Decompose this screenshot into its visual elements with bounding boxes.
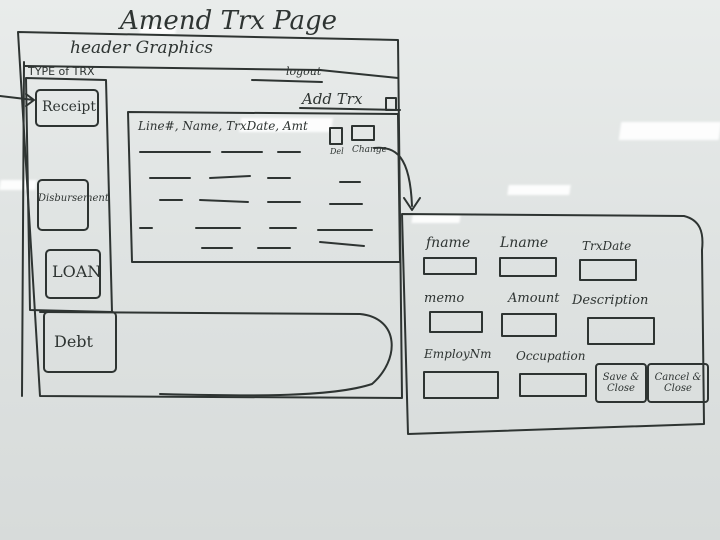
memo-label: memo <box>424 291 465 306</box>
table-frame <box>127 111 401 263</box>
occupation-input <box>519 373 587 397</box>
sidebar-title: TYPE of TRX <box>28 65 95 78</box>
description-label: Description <box>572 293 649 308</box>
disbursement-button[interactable]: Disbursement <box>38 193 109 204</box>
lname-input <box>499 257 557 277</box>
logout-underline <box>251 79 323 83</box>
debt-button[interactable]: Debt <box>54 332 93 351</box>
page-title: Amend Trx Page <box>120 6 338 36</box>
disbursement-button-box <box>37 179 89 231</box>
employnm-label: EmployNm <box>424 347 492 361</box>
table-row <box>159 199 363 205</box>
fname-label: fname <box>426 235 471 251</box>
add-trx-underline <box>299 107 401 111</box>
edit-form-frame <box>401 213 705 435</box>
delete-icon <box>329 127 343 145</box>
sidebar-rule <box>21 61 25 397</box>
receipt-button[interactable]: Receipt <box>42 99 97 115</box>
add-trx-button[interactable]: Add Trx <box>302 90 363 108</box>
logout-link[interactable]: logout <box>286 65 322 78</box>
delete-label[interactable]: Del <box>330 147 344 156</box>
arrow-icon <box>0 93 35 107</box>
table-row <box>201 241 365 249</box>
page-frame <box>17 31 403 399</box>
change-icon <box>351 125 375 141</box>
receipt-button-box <box>35 89 99 127</box>
fname-input <box>423 257 477 275</box>
trash-icon-top <box>385 97 397 111</box>
employnm-input <box>423 371 499 399</box>
header-label: header Graphics <box>70 38 213 58</box>
save-close-button[interactable]: Save & Close <box>602 372 640 394</box>
trxdate-input <box>579 259 637 281</box>
change-label[interactable]: Change <box>352 145 387 155</box>
connector-arrow <box>373 146 421 211</box>
amount-label: Amount <box>508 291 560 306</box>
loan-button[interactable]: LOAN <box>52 262 102 281</box>
cancel-close-box <box>647 363 709 403</box>
table-row <box>149 175 361 183</box>
table-row <box>139 227 373 231</box>
occupation-label: Occupation <box>516 349 586 363</box>
trxdate-label: TrxDate <box>582 239 632 253</box>
loan-button-box <box>45 249 101 299</box>
amount-input <box>501 313 557 337</box>
save-close-box <box>595 363 647 403</box>
header-divider <box>23 65 399 79</box>
footer-curve <box>39 311 393 397</box>
lname-label: Lname <box>500 235 549 251</box>
table-header: Line#, Name, TrxDate, Amt <box>138 119 308 133</box>
memo-input <box>429 311 483 333</box>
description-input <box>587 317 655 345</box>
cancel-close-button[interactable]: Cancel & Close <box>654 372 702 394</box>
